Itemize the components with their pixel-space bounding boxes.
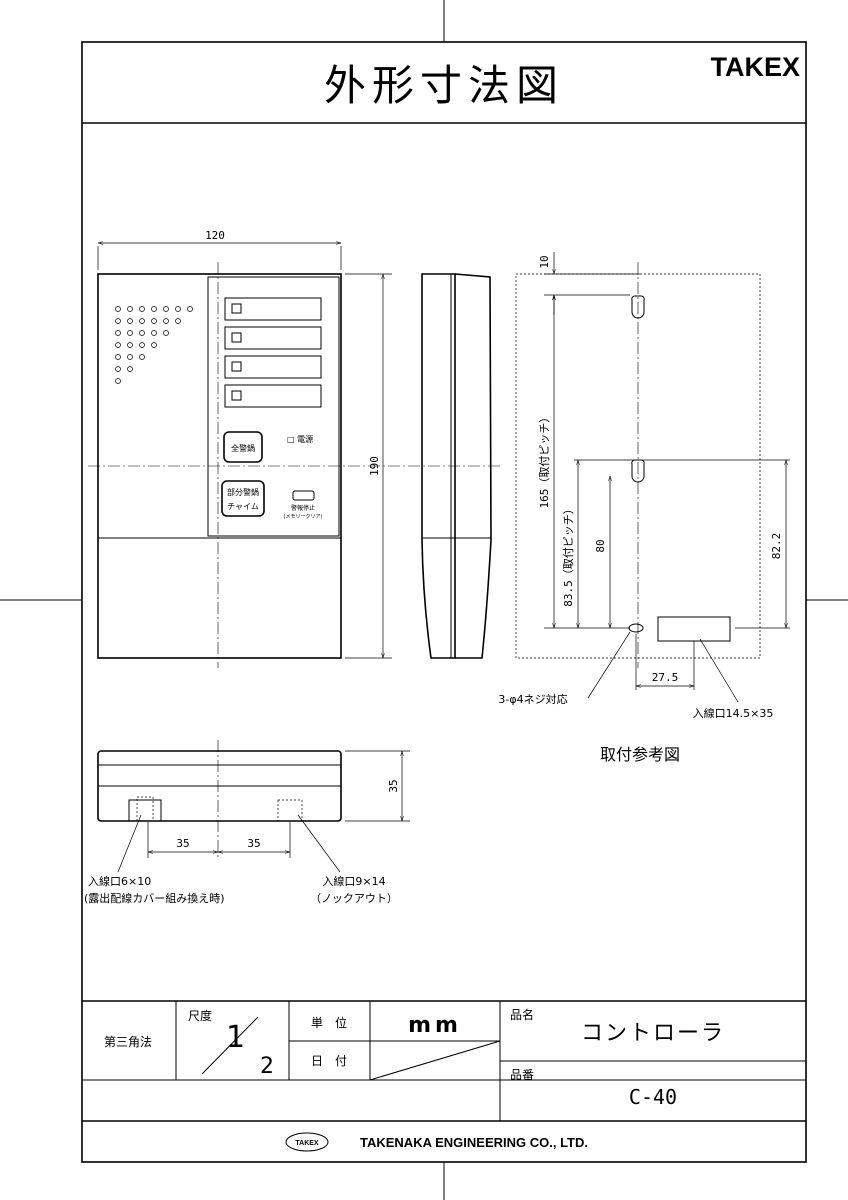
svg-text:120: 120 bbox=[205, 229, 225, 242]
dim-80: 80 bbox=[594, 476, 610, 628]
svg-text:80: 80 bbox=[594, 539, 607, 552]
dim-pitch-165: 165（取付ピッチ） bbox=[538, 295, 554, 628]
brand-logo: TAKEX bbox=[710, 52, 800, 82]
dim-27: 27.5 bbox=[636, 671, 694, 686]
partial-alarm-button bbox=[221, 480, 265, 517]
bottom-view bbox=[97, 740, 342, 860]
page-title: 外形寸法図 bbox=[324, 61, 564, 110]
product-name: コントローラ bbox=[581, 1021, 725, 1046]
all-alarm-button bbox=[223, 431, 263, 463]
power-indicator-label: □ 電源 bbox=[287, 435, 313, 444]
company-name: TAKENAKA ENGINEERING CO., LTD. bbox=[360, 1135, 588, 1150]
scale-denominator: 2 bbox=[260, 1054, 274, 1079]
title-block bbox=[82, 1000, 806, 1122]
svg-text:82.2: 82.2 bbox=[770, 533, 783, 560]
svg-text:チャイム: チャイム bbox=[227, 502, 259, 511]
product-code-label: 品番 bbox=[510, 1068, 534, 1082]
back-inlet-note: 入線口14.5×35 bbox=[693, 706, 774, 720]
mounting-view bbox=[515, 262, 790, 690]
svg-text:190: 190 bbox=[368, 456, 381, 476]
svg-text:全警鍋: 全警鍋 bbox=[231, 443, 255, 453]
scale-label: 尺度 bbox=[188, 1008, 212, 1023]
svg-text:TAKEX: TAKEX bbox=[295, 1140, 319, 1147]
left-inlet-note: 入線口6×10 bbox=[88, 874, 151, 888]
unit-label: 単 位 bbox=[311, 1015, 347, 1030]
scale-numerator: 1 bbox=[226, 1020, 245, 1055]
mount-ref-caption: 取付参考図 bbox=[600, 745, 680, 764]
svg-text:(メモリークリア): (メモリークリア) bbox=[284, 514, 323, 520]
svg-text:警報停止: 警報停止 bbox=[291, 504, 315, 512]
screw-note: 3-φ4ネジ対応 bbox=[498, 692, 567, 706]
svg-text:35: 35 bbox=[176, 837, 189, 850]
dim-depth: 35 bbox=[345, 750, 410, 822]
projection-label: 第三角法 bbox=[104, 1035, 152, 1049]
unit-value: mm bbox=[408, 1013, 462, 1038]
zone-windows bbox=[224, 297, 322, 408]
svg-text:10: 10 bbox=[538, 255, 551, 268]
left-inlet-note-sub: (露出配線カバー組み換え時) bbox=[84, 891, 225, 905]
front-view: 全警鍋 部分警鍋 チャイム □ 電源 警報停止 (メモリークリア) bbox=[88, 262, 500, 668]
side-view bbox=[421, 273, 492, 659]
svg-text:35: 35 bbox=[247, 837, 260, 850]
svg-text:83.5（取付ピッチ）: 83.5（取付ピッチ） bbox=[562, 503, 575, 607]
sheet-frame bbox=[81, 41, 807, 1163]
dim-pitch-83: 83.5（取付ピッチ） bbox=[562, 460, 578, 628]
svg-text:165（取付ピッチ）: 165（取付ピッチ） bbox=[538, 412, 551, 509]
dim-bottom-35: 35 35 bbox=[147, 822, 291, 858]
dim-width: 120 bbox=[97, 229, 342, 270]
speaker-grille bbox=[115, 306, 193, 384]
svg-text:部分警鍋: 部分警鍋 bbox=[227, 487, 259, 497]
svg-text:35: 35 bbox=[387, 779, 400, 792]
date-label: 日 付 bbox=[311, 1054, 347, 1068]
dim-82: 82.2 bbox=[770, 460, 786, 628]
right-inlet-note-sub: （ノックアウト） bbox=[310, 892, 398, 905]
stop-button bbox=[292, 490, 315, 501]
dim-height: 190 bbox=[345, 273, 392, 659]
svg-text:27.5: 27.5 bbox=[652, 671, 679, 684]
product-code: C-40 bbox=[629, 1085, 677, 1109]
right-inlet-note: 入線口9×14 bbox=[322, 874, 385, 888]
company-logo bbox=[285, 1132, 329, 1152]
product-name-label: 品名 bbox=[510, 1007, 534, 1022]
dim-pitch-top: 10 bbox=[538, 252, 554, 315]
